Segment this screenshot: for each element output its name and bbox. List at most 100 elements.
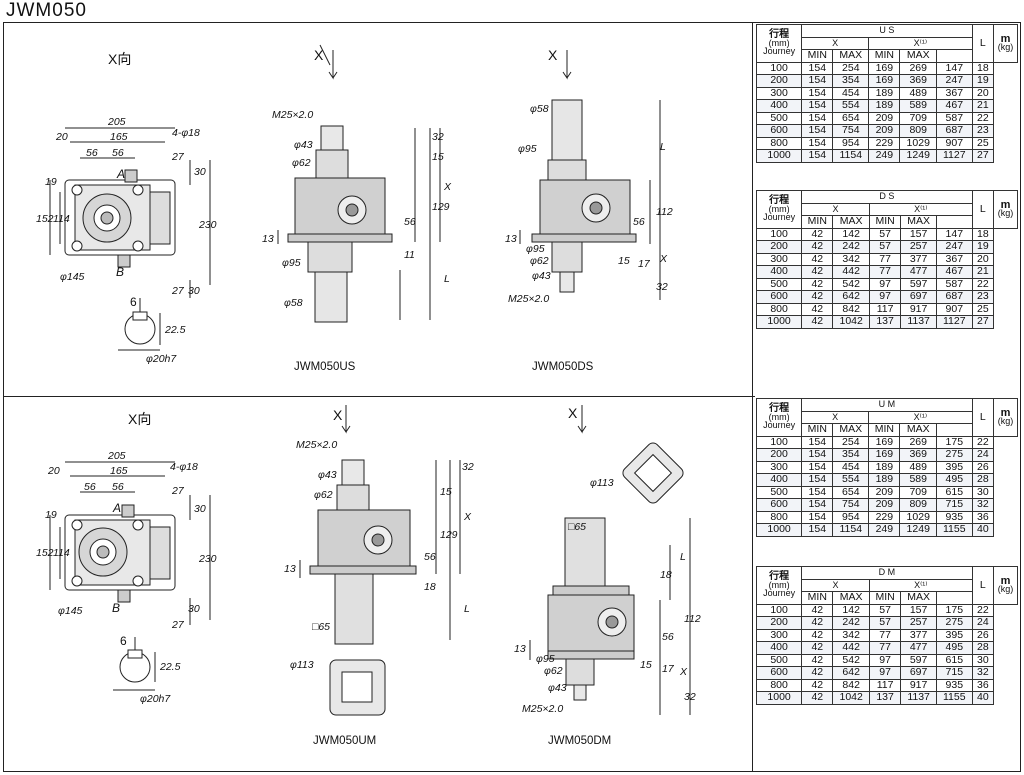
table-cell: 189 xyxy=(868,99,901,113)
table-model-name: U S xyxy=(801,24,973,38)
ds-side-view xyxy=(519,50,661,300)
table-cell: 22 xyxy=(971,435,995,449)
table-cell: 1000 xyxy=(755,149,803,163)
table-cell: 254 xyxy=(832,435,870,449)
table-cell: 77 xyxy=(868,265,902,279)
stroke-unit: (mm) xyxy=(768,38,790,49)
mass-unit: (kg) xyxy=(997,584,1014,595)
dim: φ145 xyxy=(58,605,83,617)
table-cell: 27 xyxy=(971,315,995,329)
letter-b: B xyxy=(116,265,124,279)
table-cell: 600 xyxy=(755,498,803,512)
table-cell: 229 xyxy=(868,510,901,524)
shaft-width: 6 xyxy=(130,295,137,309)
max-header: MAX xyxy=(900,215,938,229)
dim: 112 xyxy=(684,613,701,625)
table-cell: 97 xyxy=(868,290,902,304)
table-cell: 30 xyxy=(971,485,995,499)
table-cell: 42 xyxy=(801,252,834,266)
min-header: MIN xyxy=(801,215,834,229)
table-cell: 954 xyxy=(832,510,870,524)
table-cell: 26 xyxy=(971,460,995,474)
l-dim: L xyxy=(680,551,686,563)
table-cell: 100 xyxy=(755,61,803,75)
table-cell: 300 xyxy=(755,252,803,266)
x-header: X xyxy=(801,36,870,50)
table-cell: 154 xyxy=(801,61,834,75)
table-cell: 342 xyxy=(832,628,870,642)
mass-unit: (kg) xyxy=(997,416,1014,427)
dia: φ95 xyxy=(518,143,537,155)
x-arrow-label: X xyxy=(548,47,558,63)
stroke-header: 行程(mm)Journey xyxy=(755,24,803,63)
table-cell: 400 xyxy=(755,473,803,487)
table-cell: 137 xyxy=(868,315,902,329)
table-cell: 27 xyxy=(971,149,995,163)
max-header: MAX xyxy=(899,49,938,63)
table-cell: 189 xyxy=(868,86,901,100)
table-cell: 154 xyxy=(801,99,834,113)
table-cell: 697 xyxy=(900,666,938,680)
table-cell: 687 xyxy=(936,290,973,304)
dim: 15 xyxy=(640,659,652,671)
x1-header: X⁽¹⁾ xyxy=(868,202,973,216)
dim: 56 xyxy=(633,216,645,228)
dm-side-view xyxy=(529,405,691,715)
table-cell: 97 xyxy=(868,653,902,667)
x1-header: X⁽¹⁾ xyxy=(868,578,973,592)
dim: 13 xyxy=(514,643,526,655)
x-header: X xyxy=(801,202,870,216)
table-cell: 21 xyxy=(971,265,995,279)
table-cell: 369 xyxy=(899,74,938,88)
table-cell: 22 xyxy=(971,111,995,125)
dim: 15 xyxy=(432,151,444,163)
letter-a: A xyxy=(112,501,121,515)
table-cell: 1154 xyxy=(832,149,870,163)
table-cell: 36 xyxy=(971,510,995,524)
table-cell: 57 xyxy=(868,240,902,254)
table-cell: 20 xyxy=(971,86,995,100)
table-cell: 300 xyxy=(755,86,803,100)
table-cell: 354 xyxy=(832,74,870,88)
stroke-en: Journey xyxy=(763,212,796,223)
us-side-view xyxy=(277,44,441,323)
min-header: MIN xyxy=(868,591,902,605)
table-cell: 57 xyxy=(868,603,902,617)
dia: φ43 xyxy=(294,139,313,151)
mass-label: m xyxy=(1000,407,1011,420)
table-cell: 589 xyxy=(899,473,938,487)
table-cell: 200 xyxy=(755,74,803,88)
table-cell: 142 xyxy=(832,227,870,241)
dia: φ43 xyxy=(548,682,567,694)
dia: φ62 xyxy=(544,665,563,677)
x-header: X xyxy=(801,578,870,592)
dim: 20 xyxy=(47,465,60,477)
table-cell: 800 xyxy=(755,678,803,692)
stroke-unit: (mm) xyxy=(768,204,790,215)
l-header: L xyxy=(971,566,995,605)
table-cell: 477 xyxy=(900,641,938,655)
stroke-header: 行程(mm)Journey xyxy=(755,190,803,229)
stroke-cn: 行程 xyxy=(769,571,790,583)
thread: M25×2.0 xyxy=(522,703,563,715)
table-cell: 169 xyxy=(868,448,901,462)
table-cell: 209 xyxy=(868,111,901,125)
table-cell: 377 xyxy=(900,628,938,642)
table-cell: 42 xyxy=(801,277,834,291)
max-header: MAX xyxy=(899,423,938,437)
table-cell: 23 xyxy=(971,290,995,304)
dimension-labels: X向 205 165 20 56 56 4-φ18 19 114 152 27 … xyxy=(36,47,701,715)
x-dim: X xyxy=(443,181,452,193)
table-cell: 42 xyxy=(801,628,834,642)
table-cell: 954 xyxy=(832,136,870,150)
table-cell: 654 xyxy=(832,485,870,499)
table-cell: 615 xyxy=(936,653,973,667)
caption-us: JWM050US xyxy=(294,361,356,373)
